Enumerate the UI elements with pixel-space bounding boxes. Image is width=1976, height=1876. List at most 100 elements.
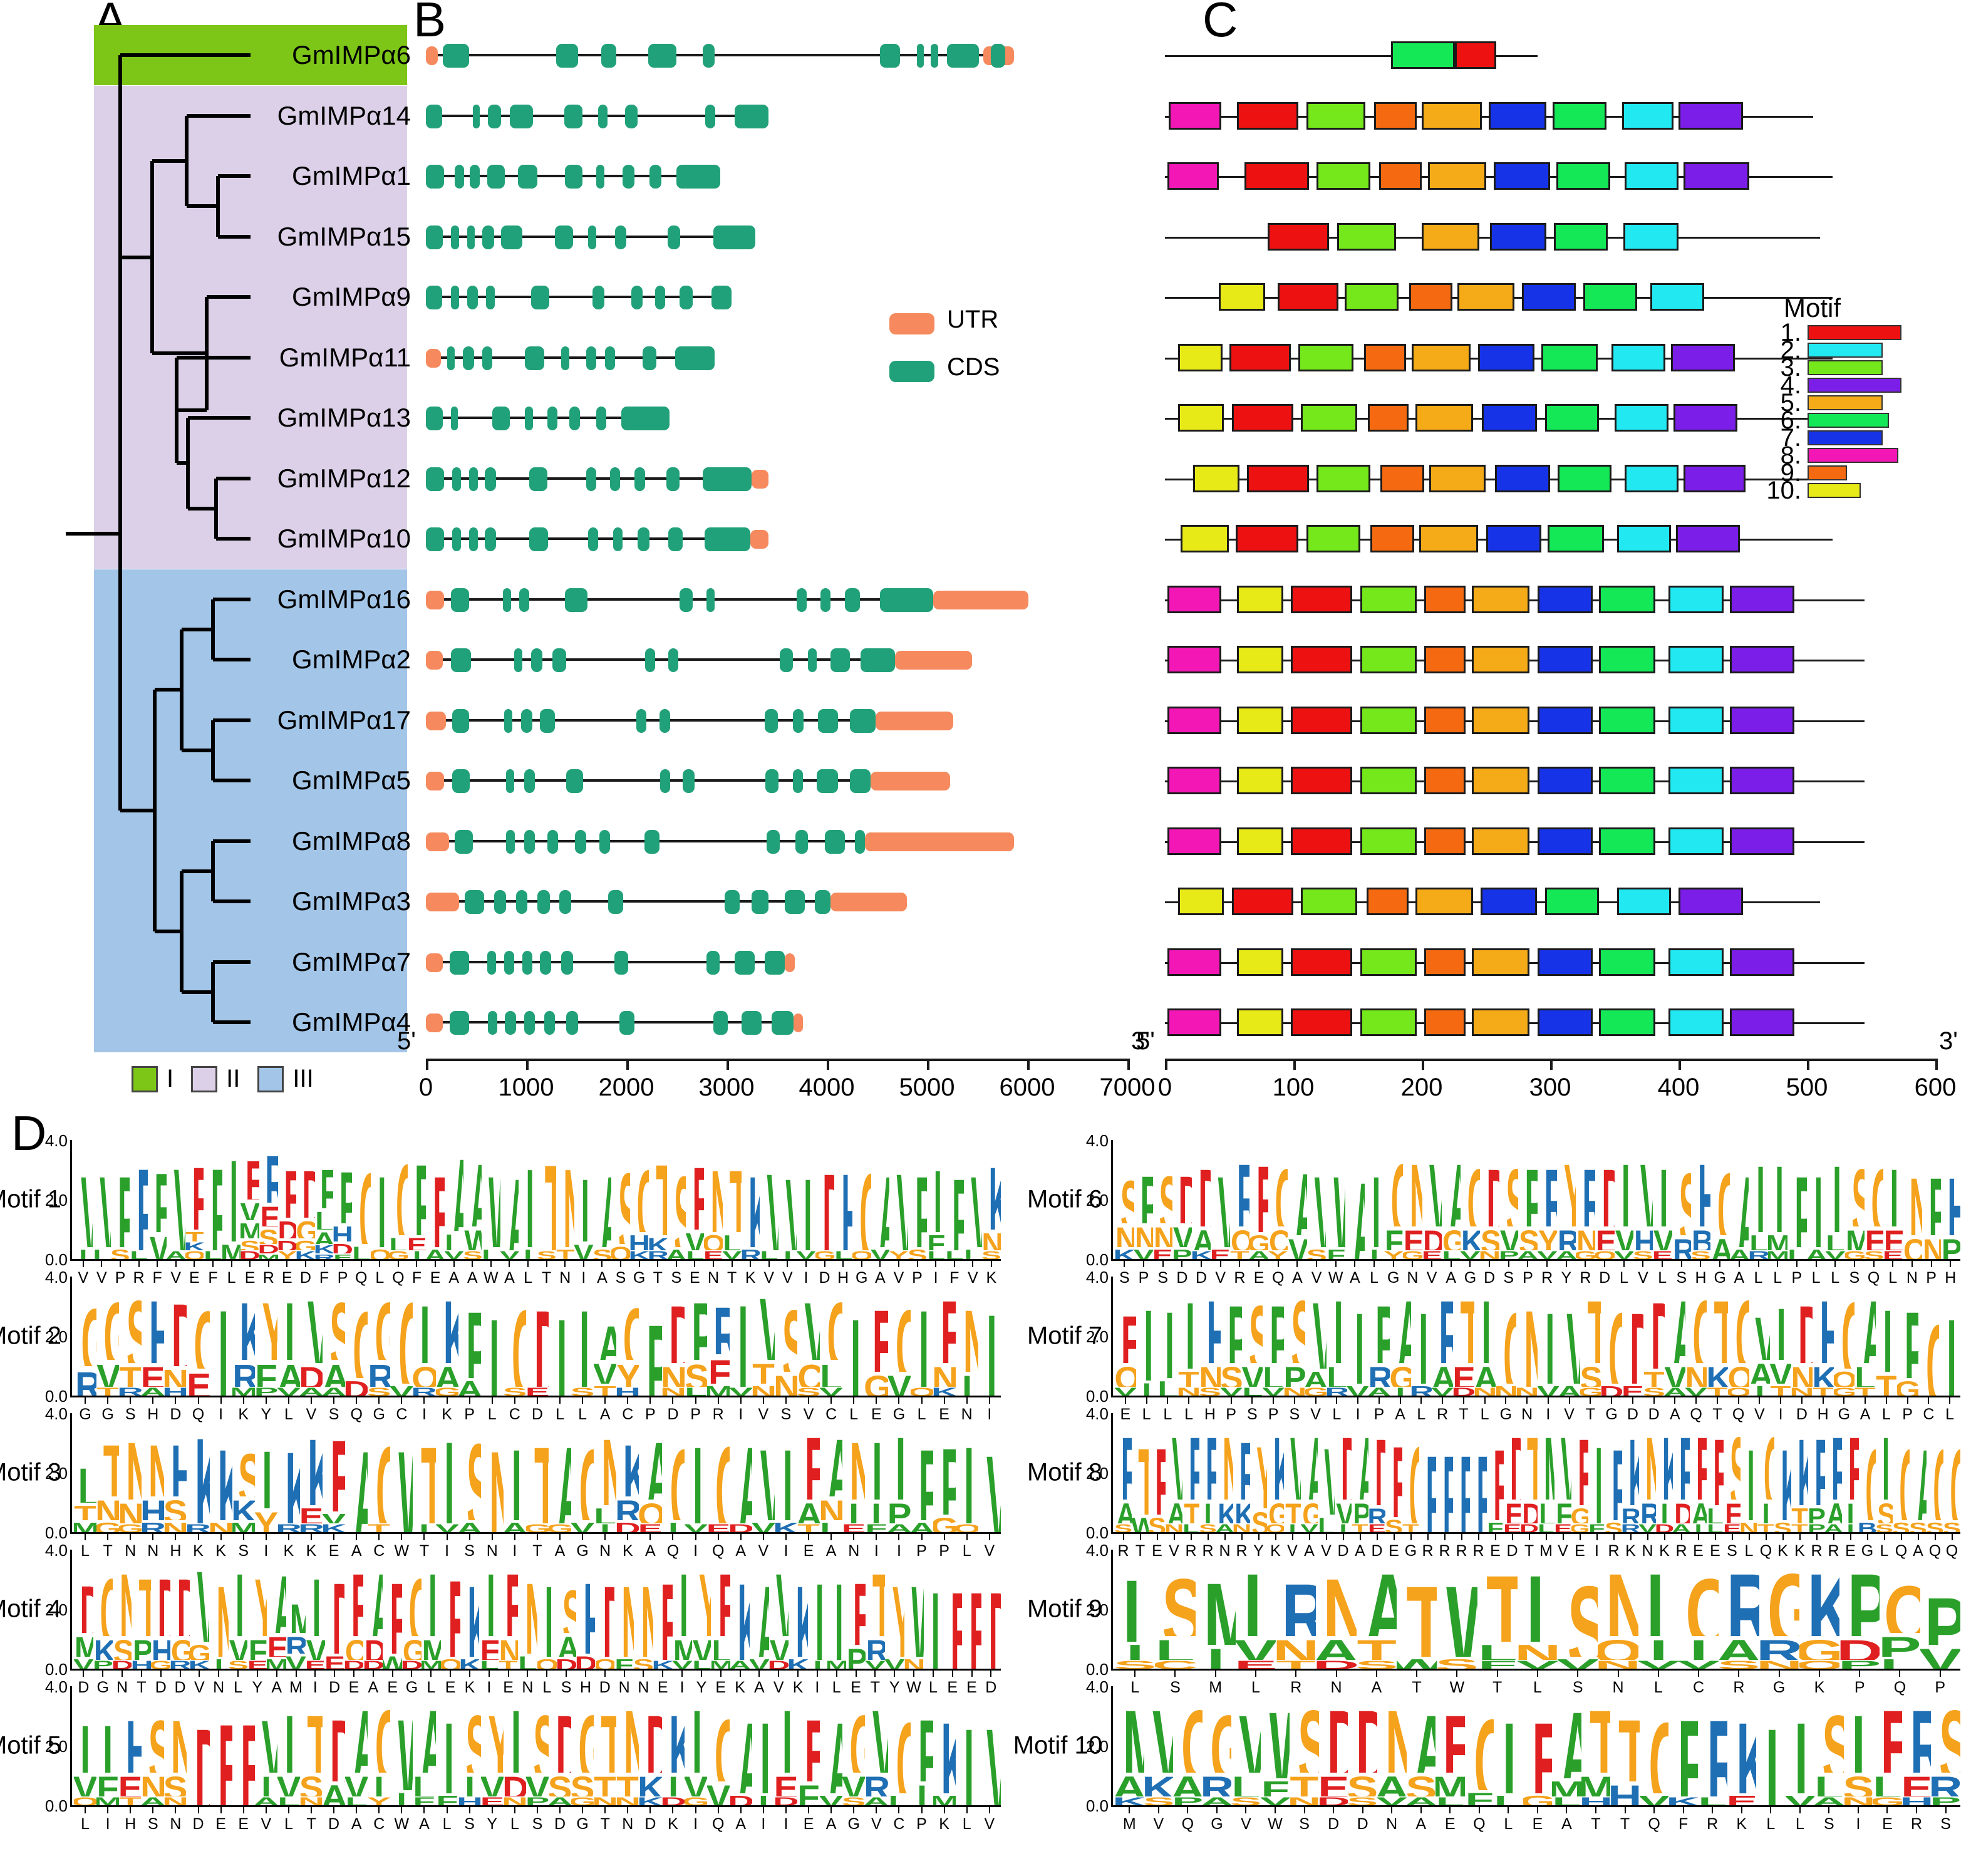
logo-letter: E: [119, 1772, 142, 1796]
consensus-residue: V: [78, 1269, 89, 1287]
logo-stack: LQ: [956, 1413, 978, 1532]
logo-letter: D: [526, 1292, 549, 1387]
cds-exon-block: [849, 708, 876, 733]
logo-letter: V: [820, 1386, 843, 1396]
logo-letter: C: [1679, 1565, 1719, 1636]
logo-tick: [1129, 1807, 1130, 1813]
motif-block-5: [1428, 162, 1486, 190]
logo-stack: DGGK: [296, 1140, 315, 1260]
logo-stack: ALV: [445, 1140, 463, 1259]
logo-stack: ANL: [820, 1413, 842, 1532]
cds-exon-block: [482, 225, 494, 249]
logo-letter: G: [1267, 1500, 1284, 1523]
logo-letter: A: [1249, 1250, 1269, 1259]
logo-letter: L: [760, 1250, 779, 1259]
logo-stack: EG: [1523, 1686, 1553, 1806]
logo-tick: [990, 1261, 992, 1267]
group-legend-swatch-III: [257, 1065, 284, 1092]
logo-stack: NLI: [594, 1413, 616, 1532]
motif-block-8: [1167, 948, 1222, 976]
logo-letter: V: [797, 1288, 820, 1360]
logo-letter: A: [1814, 1796, 1844, 1805]
logo-letter: R: [1115, 1422, 1132, 1500]
tree-branch: [177, 461, 188, 465]
logo-tick: [1796, 1261, 1798, 1267]
logo-stack: NAD: [1316, 1550, 1356, 1669]
logo-stack: FL: [204, 1140, 222, 1259]
logo-stack: TKT: [1707, 1277, 1728, 1396]
logo-y-tick-label: 0.0: [44, 1250, 68, 1269]
logo-letter: E: [185, 1152, 204, 1230]
logo-letter: M: [232, 1520, 255, 1532]
logo-tick: [1849, 1534, 1851, 1540]
consensus-residue: N: [170, 1815, 182, 1833]
logo-letter: V: [1307, 1158, 1326, 1248]
logo-letter: E: [499, 1558, 518, 1636]
logo-letter: E: [480, 1796, 504, 1805]
logo-tick: [1431, 1261, 1433, 1267]
logo-stack: CS: [504, 1277, 526, 1396]
motif-block-4: [1675, 525, 1741, 552]
logo-letter: A: [730, 1428, 752, 1523]
logo-stack: TSN: [300, 1686, 323, 1805]
cds-exon-block: [779, 648, 793, 672]
logo-letter: I: [524, 1247, 532, 1259]
logo-letter: G: [1799, 1636, 1839, 1660]
cds-exon-block: [797, 588, 807, 612]
logo-letter: E: [865, 1295, 887, 1372]
logo-tick: [199, 1671, 200, 1677]
logo-letter: N: [556, 1149, 574, 1247]
motif-block-9: [1379, 162, 1422, 190]
cds-exon-block: [529, 467, 547, 491]
cds-exon-block: [450, 1011, 469, 1035]
logo-tick: [119, 1261, 121, 1267]
logo-letter: K: [232, 1288, 255, 1360]
consensus-residue: V: [170, 1269, 182, 1287]
logo-letter: I: [1851, 1701, 1865, 1773]
cds-exon-block: [702, 467, 752, 491]
logo-letter: G: [549, 1523, 571, 1532]
cds-exon-block: [586, 467, 596, 491]
consensus-residue: L: [578, 1406, 587, 1423]
cds-exon-block: [817, 769, 838, 793]
logo-tick: [1911, 1261, 1913, 1267]
logo-letter: A: [1115, 1773, 1144, 1796]
logo-letter: L: [1615, 1149, 1634, 1226]
motif-block-5: [1422, 222, 1480, 251]
logo-tick: [787, 1261, 789, 1267]
logo-tick: [356, 1807, 358, 1813]
consensus-residue: L: [556, 1406, 564, 1423]
logo-stack: RKN: [1233, 1413, 1250, 1532]
logo-letter: Y: [277, 1250, 297, 1259]
logo-stack: HSN: [164, 1413, 187, 1533]
logo-letter: E: [1249, 1149, 1268, 1232]
logo-y-tick-label: 4.0: [44, 1404, 68, 1423]
logo-stack: PSA: [1518, 1140, 1538, 1259]
logo-tick: [1373, 1261, 1375, 1267]
ruler-3-prime-label: 3': [1131, 1027, 1150, 1055]
consensus-residue: D: [299, 1269, 311, 1287]
logo-stack: TLF: [1477, 1550, 1518, 1669]
logo-letter: K: [662, 1701, 685, 1773]
logo-tick: [1526, 1397, 1528, 1404]
logo-stack: QIT: [1757, 1413, 1774, 1532]
logo-tick: [750, 1261, 752, 1267]
logo-letter: D: [74, 1573, 93, 1633]
logo-letter: D: [164, 1288, 187, 1366]
logo-letter: I: [261, 1772, 271, 1796]
logo-tick: [1478, 1807, 1480, 1813]
logo-tick: [830, 1397, 832, 1404]
motif-track: [1152, 97, 1935, 135]
logo-stack: PRA: [1368, 1277, 1390, 1396]
logo-letter: K: [789, 1568, 807, 1657]
logo-letter: N: [634, 1568, 653, 1657]
logo-tick: [988, 1534, 990, 1540]
logo-tick: [509, 1261, 510, 1267]
logo-letter: N: [1216, 1422, 1233, 1500]
consensus-residue: I: [738, 1406, 743, 1423]
logo-y-tick-label: 2.0: [1085, 1737, 1109, 1756]
